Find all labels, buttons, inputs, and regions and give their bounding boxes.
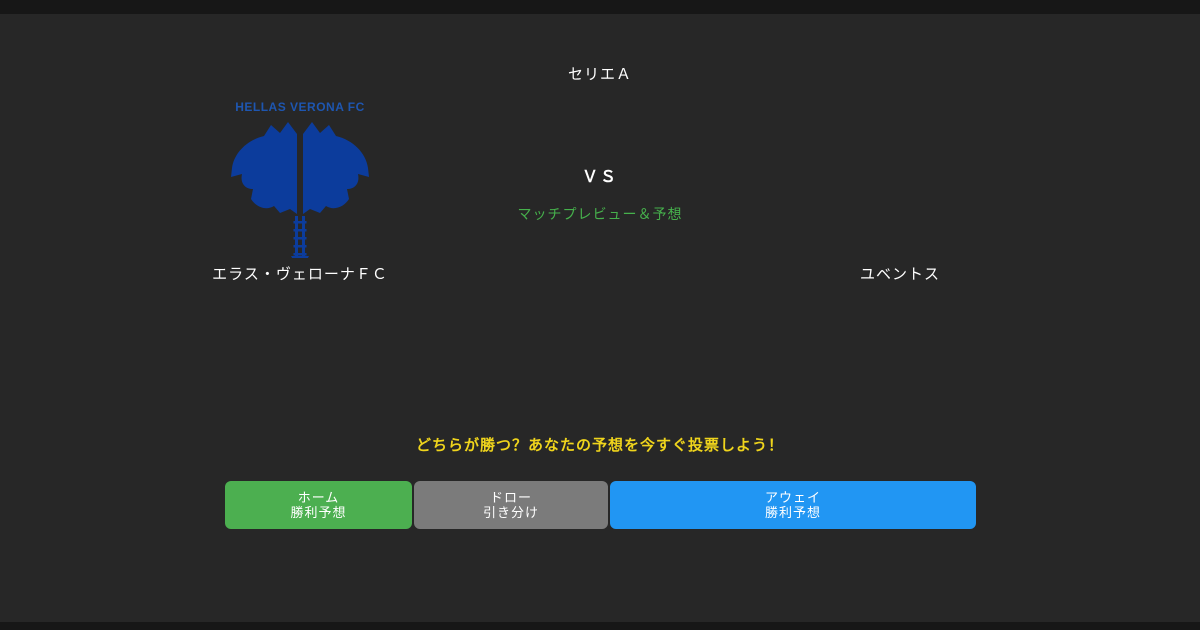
vote-notice: どちらが勝つ？あなたの予想を今すぐ投票しよう！ bbox=[415, 437, 784, 454]
away-win-button-line2: 勝利予想 bbox=[764, 505, 821, 520]
home-win-button[interactable]: ホーム 勝利予想 bbox=[225, 481, 412, 529]
home-win-button-line1: ホーム bbox=[297, 490, 340, 505]
vote-button-row: ホーム 勝利予想 ドロー 引き分け アウェイ 勝利予想 bbox=[225, 481, 976, 529]
draw-button[interactable]: ドロー 引き分け bbox=[414, 481, 608, 529]
draw-button-line1: ドロー bbox=[489, 490, 532, 505]
hellas-verona-crest-icon: HELLAS VERONA FC bbox=[231, 100, 369, 272]
match-subtitle: マッチプレビュー＆予想 bbox=[517, 206, 683, 222]
top-letterbox-bar bbox=[0, 0, 1200, 14]
home-win-button-line2: 勝利予想 bbox=[290, 505, 347, 520]
league-title: セリエＡ bbox=[567, 66, 632, 83]
away-team-name: ユベントス bbox=[859, 266, 940, 283]
crest-label: HELLAS VERONA FC bbox=[235, 100, 365, 114]
home-team-name: エラス・ヴェローナＦＣ bbox=[212, 266, 388, 283]
vs-label: ＶＳ bbox=[581, 169, 618, 186]
away-win-button[interactable]: アウェイ 勝利予想 bbox=[610, 481, 976, 529]
bottom-letterbox-bar bbox=[0, 622, 1200, 630]
home-team-logo: HELLAS VERONA FC bbox=[225, 100, 375, 272]
draw-button-line2: 引き分け bbox=[482, 505, 539, 520]
away-win-button-line1: アウェイ bbox=[764, 490, 821, 505]
